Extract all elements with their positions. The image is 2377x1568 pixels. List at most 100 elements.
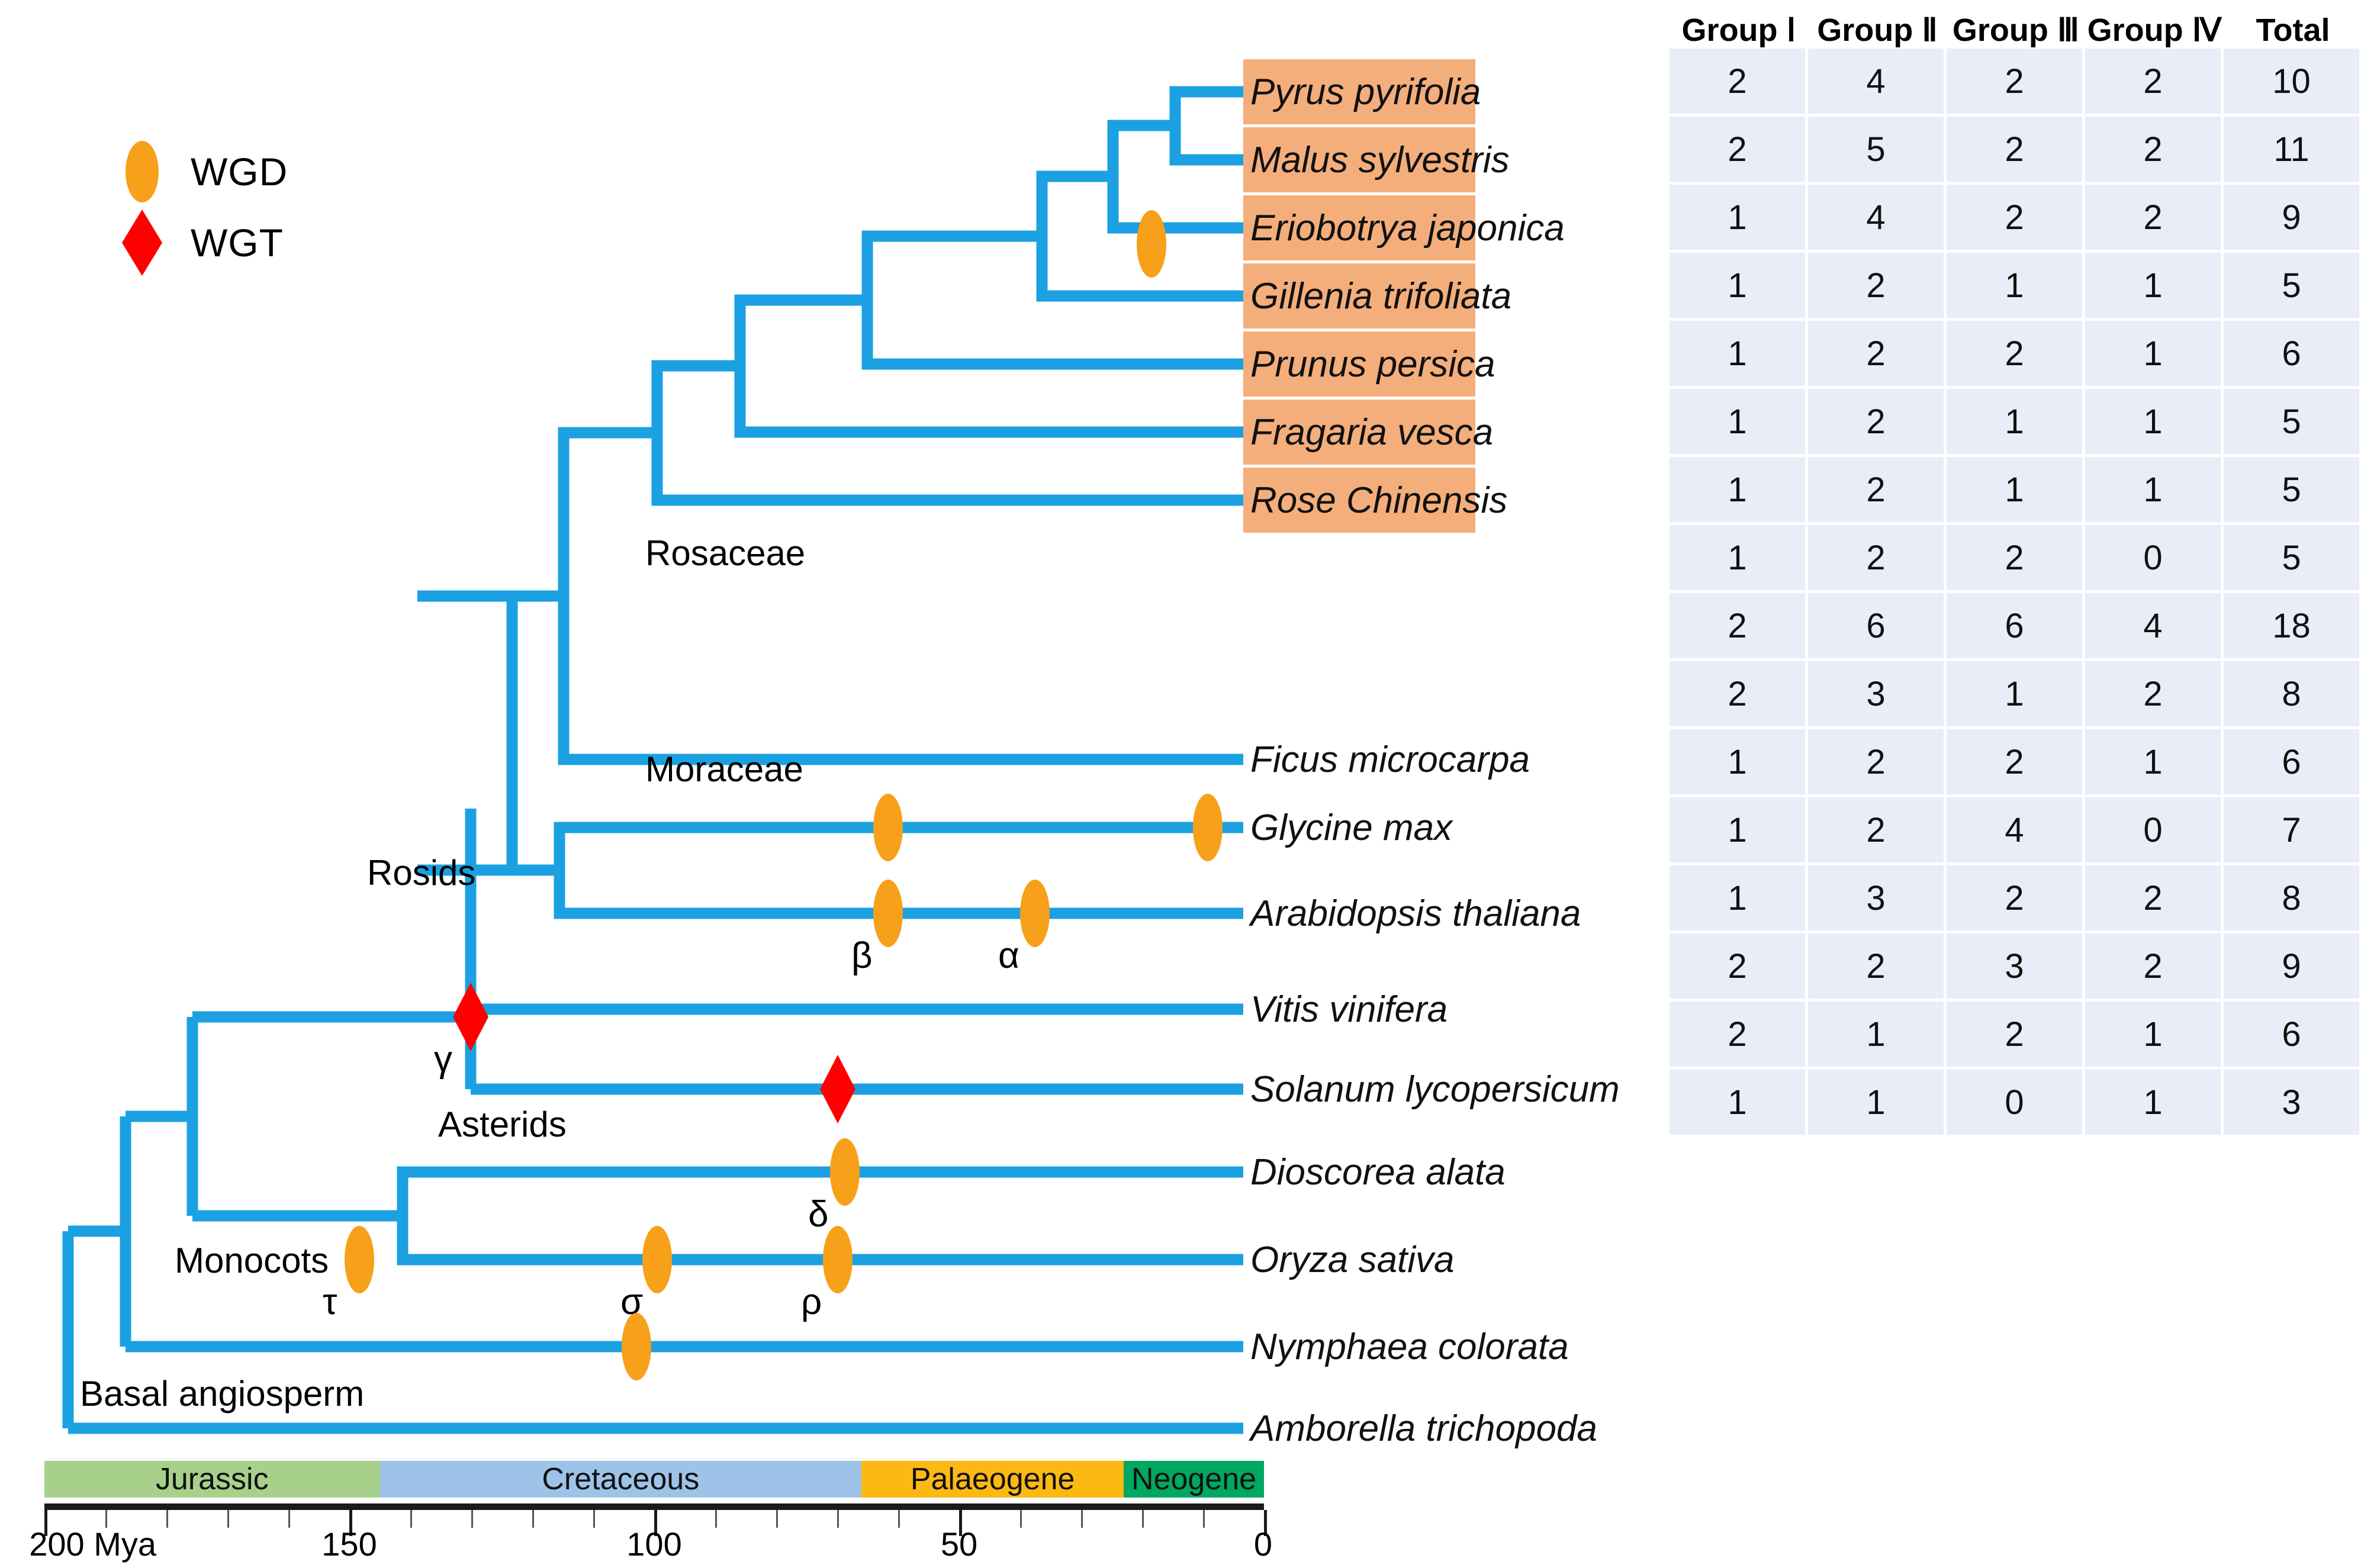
orange-ellipse-icon [118, 139, 166, 204]
axis-minor-tick [1203, 1510, 1205, 1528]
wgd-marker-icon [819, 1223, 857, 1299]
table-cell: 1 [1670, 321, 1805, 386]
wgd-marker-icon [617, 1310, 655, 1386]
table-cell: 2 [1808, 457, 1944, 522]
species-name: Solanum lycopersicum [1250, 1068, 1620, 1110]
species-name: Gillenia trifoliata [1250, 275, 1512, 317]
table-cell: 3 [1808, 661, 1944, 726]
axis-major-tick [1264, 1510, 1267, 1536]
species-row: Amborella trichopoda [1243, 1396, 1597, 1461]
species-row: Fragaria vesca [1243, 400, 1493, 465]
table-cell: 1 [1808, 1070, 1944, 1135]
clade-label: Asterids [438, 1105, 567, 1144]
table-cell: 9 [2224, 933, 2359, 999]
table-cell: 1 [1670, 185, 1805, 250]
wgd-event-symbol: δ [808, 1194, 829, 1235]
table-cell: 2 [1670, 1002, 1805, 1067]
table-cell: 1 [2085, 253, 2221, 318]
wgt-marker-icon [452, 980, 490, 1057]
table-cell: 2 [1808, 797, 1944, 862]
table-cell: 2 [1947, 321, 2082, 386]
geologic-period-segment: Neogene [1124, 1461, 1264, 1498]
axis-major-tick [349, 1510, 352, 1536]
geologic-period-segment: Palaeogene [861, 1461, 1124, 1498]
species-name: Pyrus pyrifolia [1250, 71, 1481, 112]
table-column-header: Group Ⅳ [2087, 12, 2222, 48]
table-cell: 1 [1670, 525, 1805, 590]
table-cell: 8 [2224, 661, 2359, 726]
species-row: Nymphaea colorata [1243, 1314, 1569, 1379]
species-row: Dioscorea alata [1243, 1139, 1506, 1205]
wgd-marker-icon [826, 1135, 864, 1212]
table-cell: 2 [1808, 389, 1944, 454]
table-column-header: Group Ⅰ [1681, 12, 1796, 48]
geologic-period-segment: Jurassic [44, 1461, 380, 1498]
table-cell: 1 [2085, 729, 2221, 794]
legend-item-wgd: WGD [118, 136, 288, 207]
table-cell: 0 [2085, 797, 2221, 862]
species-name: Fragaria vesca [1250, 411, 1494, 453]
axis-minor-tick [593, 1510, 595, 1528]
species-row: Pyrus pyrifolia [1243, 59, 1481, 124]
axis-minor-tick [1081, 1510, 1083, 1528]
table-cell: 2 [1947, 49, 2082, 114]
species-name: Ficus microcarpa [1250, 739, 1530, 780]
table-cell: 3 [1947, 933, 2082, 999]
axis-minor-tick [837, 1510, 839, 1528]
table-cell: 2 [1947, 1002, 2082, 1067]
clade-label: Basal angiosperm [80, 1374, 365, 1414]
wgd-event-symbol: ρ [801, 1282, 822, 1322]
table-cell: 2 [1670, 49, 1805, 114]
table-cell: 1 [2085, 321, 2221, 386]
legend: WGD WGT [118, 136, 288, 278]
table-cell: 2 [2085, 49, 2221, 114]
table-cell: 1 [1670, 797, 1805, 862]
table-cell: 2 [1947, 729, 2082, 794]
wgd-event-symbol: τ [323, 1282, 337, 1322]
axis-tick-label: 100 [626, 1525, 682, 1563]
species-name: Dioscorea alata [1250, 1151, 1506, 1193]
table-cell: 2 [2085, 661, 2221, 726]
table-cell: 0 [1947, 1070, 2082, 1135]
table-cell: 2 [1947, 865, 2082, 931]
species-row: Oryza sativa [1243, 1227, 1475, 1292]
time-axis-line [44, 1503, 1264, 1510]
geologic-period-segment: Cretaceous [379, 1461, 862, 1498]
phylogenetic-tree [62, 86, 1243, 1434]
table-column-header: Group Ⅱ [1817, 12, 1938, 48]
species-row: Glycine max [1243, 795, 1475, 860]
table-cell: 1 [1670, 389, 1805, 454]
table-cell: 9 [2224, 185, 2359, 250]
table-cell: 1 [1947, 253, 2082, 318]
axis-minor-tick [715, 1510, 717, 1528]
axis-minor-tick [471, 1510, 473, 1528]
table-cell: 7 [2224, 797, 2359, 862]
table-cell: 2 [2085, 865, 2221, 931]
table-cell: 3 [1808, 865, 1944, 931]
table-cell: 18 [2224, 593, 2359, 658]
species-name: Eriobotrya japonica [1250, 207, 1565, 249]
table-cell: 1 [1670, 1070, 1805, 1135]
table-cell: 2 [1670, 593, 1805, 658]
axis-major-tick [44, 1510, 47, 1536]
species-name: Prunus persica [1250, 343, 1495, 385]
species-name: Arabidopsis thaliana [1250, 893, 1581, 934]
species-row: Arabidopsis thaliana [1243, 881, 1581, 946]
clade-label: Moraceae [645, 749, 803, 789]
species-row: Rose Chinensis [1243, 468, 1507, 533]
table-cell: 1 [2085, 1070, 2221, 1135]
species-name: Malus sylvestris [1250, 139, 1510, 181]
axis-minor-tick [288, 1510, 290, 1528]
table-cell: 1 [1670, 253, 1805, 318]
species-name: Amborella trichopoda [1250, 1408, 1597, 1449]
table-column-header: Group Ⅲ [1952, 12, 2080, 48]
wgd-marker-icon [869, 791, 907, 867]
